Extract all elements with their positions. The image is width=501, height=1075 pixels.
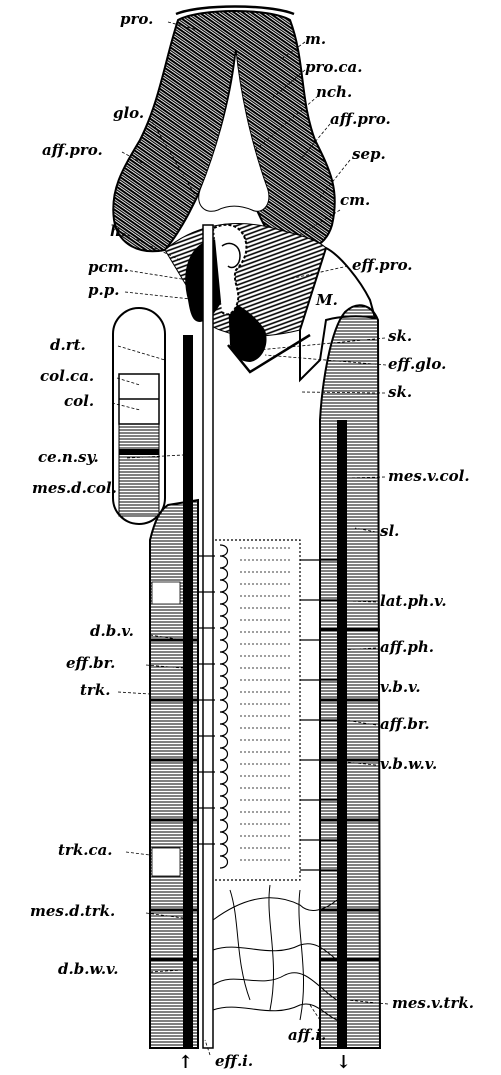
branchial-vessels [193, 556, 337, 870]
label-col: col. [64, 392, 94, 410]
label-pcm: pcm. [88, 258, 129, 276]
label-aff-pro-left: aff.pro. [42, 141, 103, 159]
trunk-right-wall [320, 305, 380, 1048]
label-aff-ph: aff.ph. [380, 638, 434, 656]
label-mes-d-col: mes.d.col. [32, 479, 117, 497]
label-sk-2: sk. [388, 383, 412, 401]
label-sl: sl. [380, 522, 399, 540]
label-ce-n-sy: ce.n.sy. [38, 448, 99, 466]
trunk [150, 225, 380, 1048]
label-lat-ph-v: lat.ph.v. [380, 592, 447, 610]
label-d-rt: d.rt. [50, 336, 86, 354]
label-sep: sep. [352, 145, 386, 163]
intestinal-plexus [213, 885, 337, 1020]
label-eff-glo: eff.glo. [388, 355, 446, 373]
label-eff-pro: eff.pro. [352, 256, 413, 274]
label-p-p: p.p. [88, 281, 119, 299]
label-nch: nch. [316, 83, 352, 101]
label-col-ca: col.ca. [40, 367, 94, 385]
label-aff-i: aff.i. [288, 1026, 326, 1044]
label-trk-ca: trk.ca. [58, 841, 113, 859]
label-mes-v-trk: mes.v.trk. [392, 994, 474, 1012]
label-pro-ca: pro.ca. [305, 58, 362, 76]
label-aff-pro-right: aff.pro. [330, 110, 391, 128]
proboscis [113, 7, 335, 252]
arrow-down-icon: ↓ [336, 1052, 351, 1073]
label-trk: trk. [80, 681, 110, 699]
label-M: M. [315, 291, 338, 309]
label-eff-br: eff.br. [66, 654, 115, 672]
arrow-up-icon: ↑ [178, 1052, 193, 1073]
label-cm: cm. [340, 191, 370, 209]
collar-section [113, 308, 165, 524]
label-mes-v-col: mes.v.col. [388, 467, 470, 485]
label-m: m. [305, 30, 326, 48]
label-h: h. [110, 222, 126, 240]
label-v-b-w-v: v.b.w.v. [380, 755, 437, 773]
label-aff-br: aff.br. [380, 715, 430, 733]
label-sk: sk. [388, 327, 412, 345]
label-eff-i: eff.i. [215, 1052, 253, 1070]
label-d-b-w-v: d.b.w.v. [58, 960, 118, 978]
label-d-b-v: d.b.v. [90, 622, 134, 640]
label-glo: glo. [113, 104, 144, 122]
label-mes-d-trk: mes.d.trk. [30, 902, 115, 920]
gill-slits [215, 540, 300, 880]
label-v-b-v: v.b.v. [380, 678, 421, 696]
label-pro: pro. [120, 10, 153, 28]
